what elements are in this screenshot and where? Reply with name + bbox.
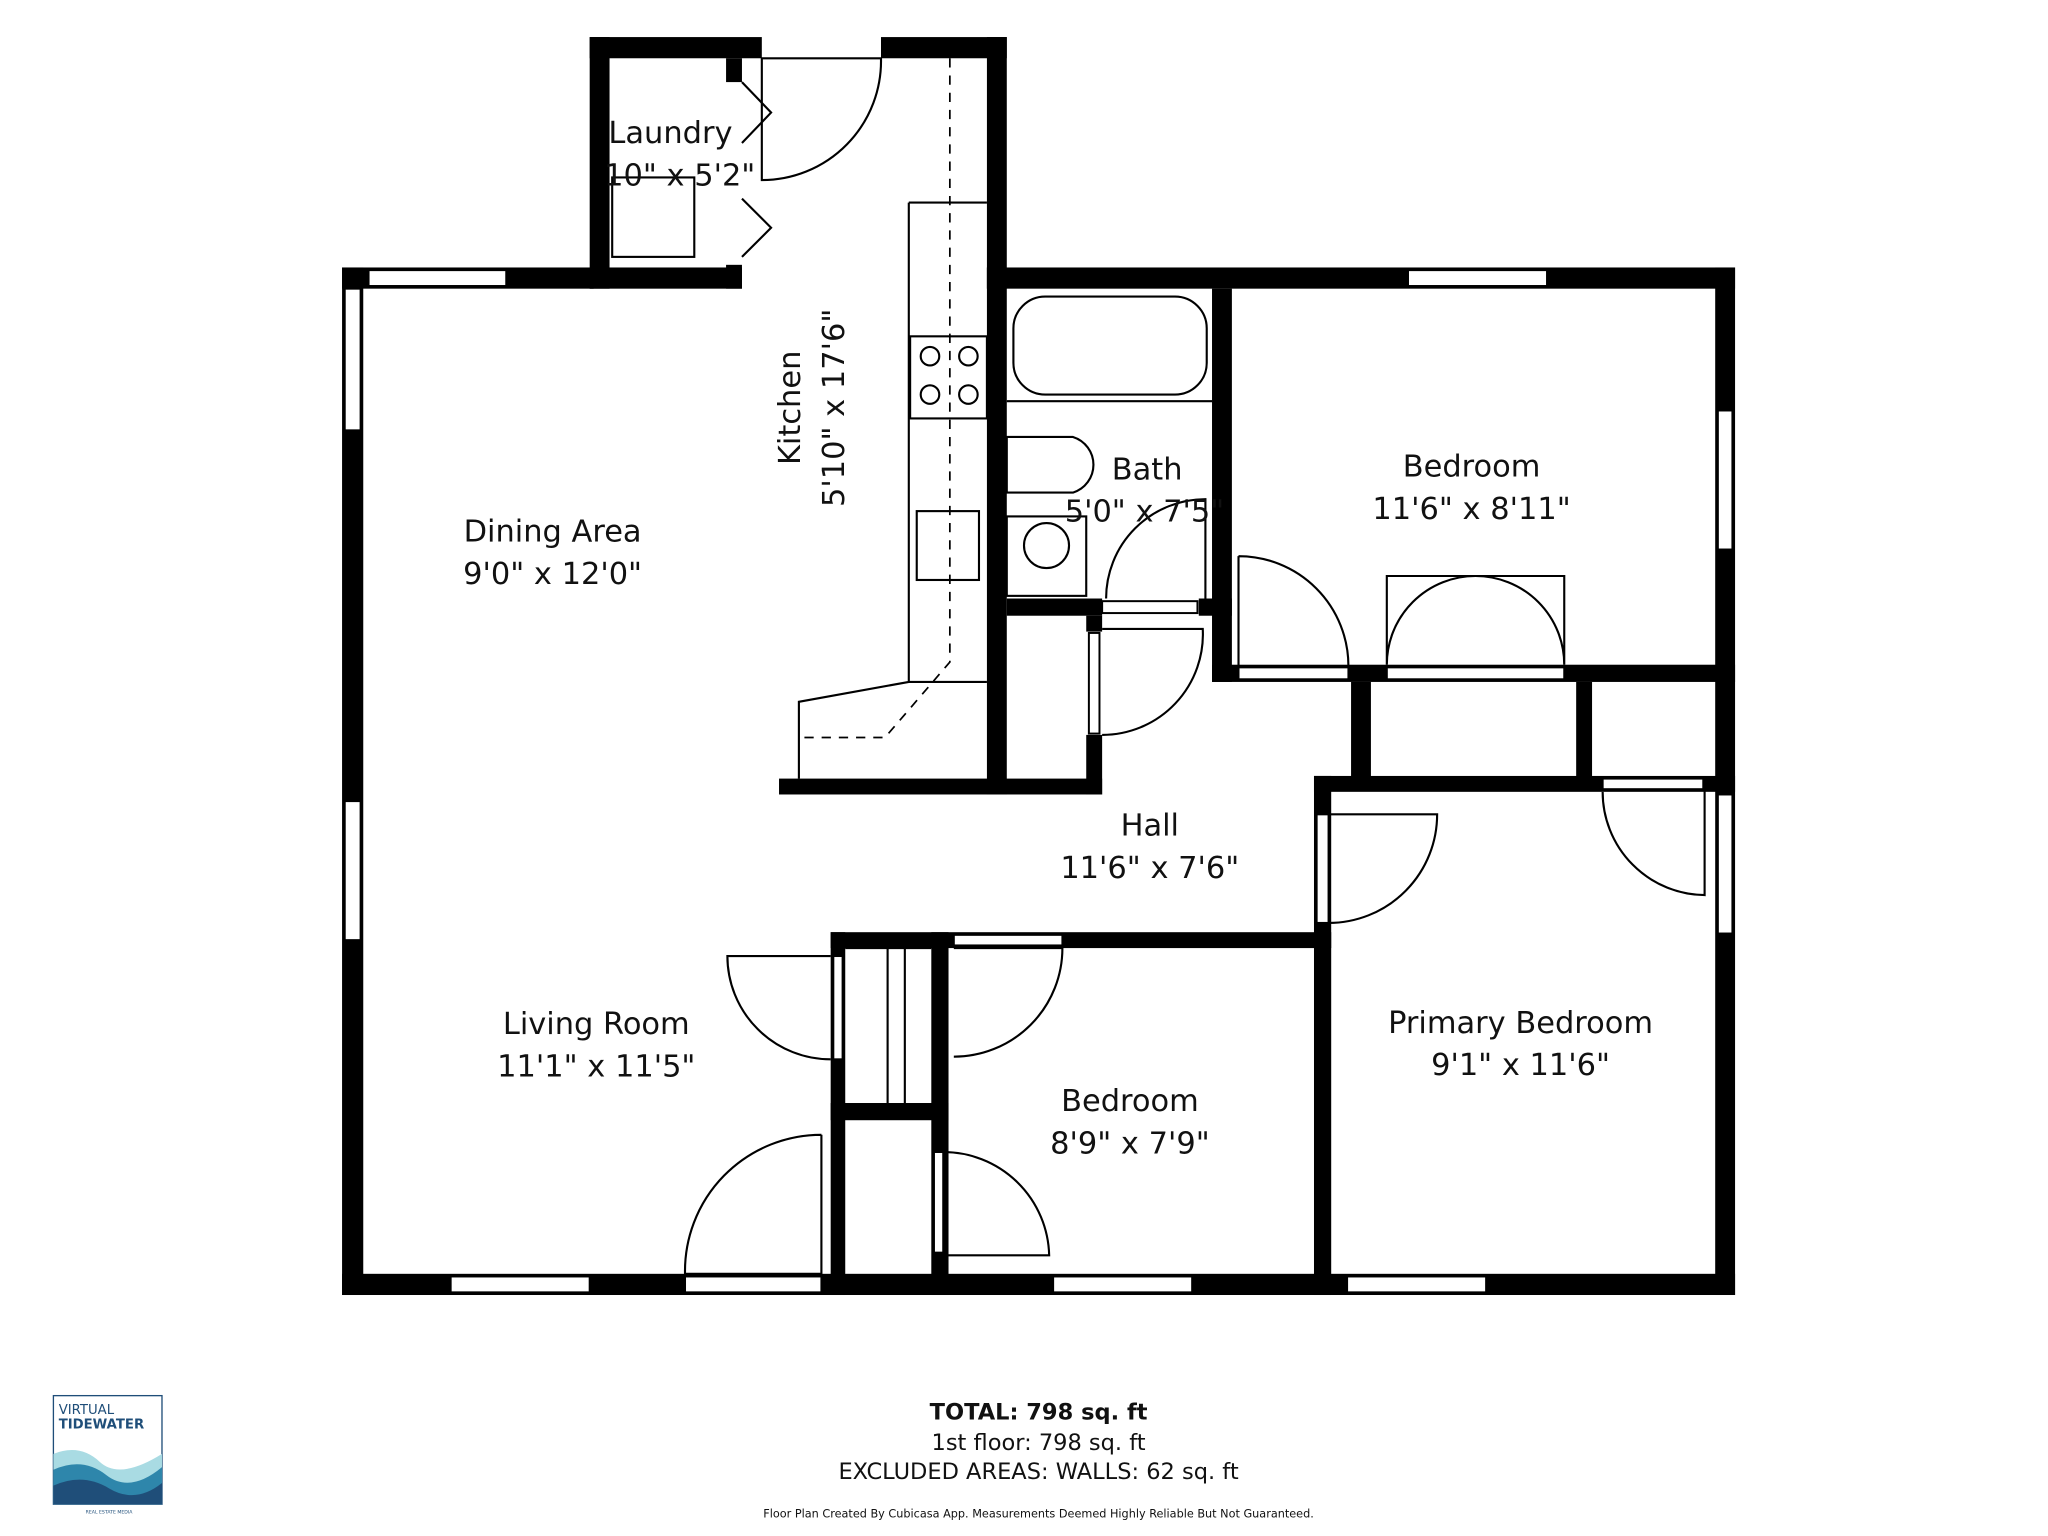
fixtures bbox=[611, 58, 1213, 1104]
room-dims-bath: 5'0" x 7'5" bbox=[1065, 495, 1225, 530]
room-dims-kitchen: 5'10" x 17'6" bbox=[817, 309, 852, 507]
washer-dryer bbox=[611, 176, 696, 258]
area-summary: TOTAL: 798 sq. ft 1st floor: 798 sq. ft … bbox=[763, 1399, 1314, 1520]
kitchen-sink-icon bbox=[915, 510, 981, 582]
room-dims-dining-area: 9'0" x 12'0" bbox=[463, 557, 642, 592]
room-name-primary-bedroom: Primary Bedroom bbox=[1388, 1006, 1653, 1041]
virtual-tidewater-logo: VIRTUAL TIDEWATER REAL ESTATE MEDIA bbox=[52, 1394, 163, 1515]
total-area: TOTAL: 798 sq. ft bbox=[930, 1399, 1148, 1425]
excluded-area: EXCLUDED AREAS: WALLS: 62 sq. ft bbox=[838, 1459, 1238, 1485]
room-name-hall: Hall bbox=[1121, 809, 1179, 844]
room-name-bedroom-2: Bedroom bbox=[1061, 1084, 1199, 1119]
room-name-bath: Bath bbox=[1112, 452, 1183, 487]
bath-sink-icon bbox=[1005, 515, 1088, 597]
windows bbox=[343, 269, 1734, 1294]
svg-text:REAL ESTATE MEDIA: REAL ESTATE MEDIA bbox=[86, 1509, 134, 1515]
toilet-icon bbox=[1005, 435, 1095, 494]
floor-area: 1st floor: 798 sq. ft bbox=[932, 1430, 1146, 1456]
room-name-laundry: Laundry bbox=[608, 116, 732, 151]
walls bbox=[342, 37, 1736, 1296]
room-dims-laundry: 10" x 5'2" bbox=[604, 158, 755, 193]
bathtub-icon bbox=[1012, 295, 1208, 396]
doors bbox=[683, 57, 1706, 1275]
stove-icon bbox=[909, 335, 988, 420]
room-name-kitchen: Kitchen bbox=[773, 351, 808, 465]
room-dims-bedroom: 11'6" x 8'11" bbox=[1372, 492, 1570, 527]
room-dims-living-room: 11'1" x 11'5" bbox=[497, 1050, 695, 1085]
room-dims-hall: 11'6" x 7'6" bbox=[1060, 851, 1239, 886]
room-dims-bedroom-2: 8'9" x 7'9" bbox=[1050, 1126, 1210, 1161]
room-labels: Laundry 10" x 5'2" Kitchen 5'10" x 17'6"… bbox=[463, 116, 1653, 1161]
svg-text:VIRTUAL: VIRTUAL bbox=[59, 1403, 115, 1418]
room-name-dining-area: Dining Area bbox=[464, 515, 642, 550]
room-name-bedroom: Bedroom bbox=[1403, 450, 1541, 485]
svg-text:TIDEWATER: TIDEWATER bbox=[59, 1418, 144, 1433]
disclaimer: Floor Plan Created By Cubicasa App. Meas… bbox=[763, 1507, 1314, 1520]
room-name-living-room: Living Room bbox=[503, 1007, 690, 1042]
room-dims-primary-bedroom: 9'1" x 11'6" bbox=[1431, 1048, 1610, 1083]
